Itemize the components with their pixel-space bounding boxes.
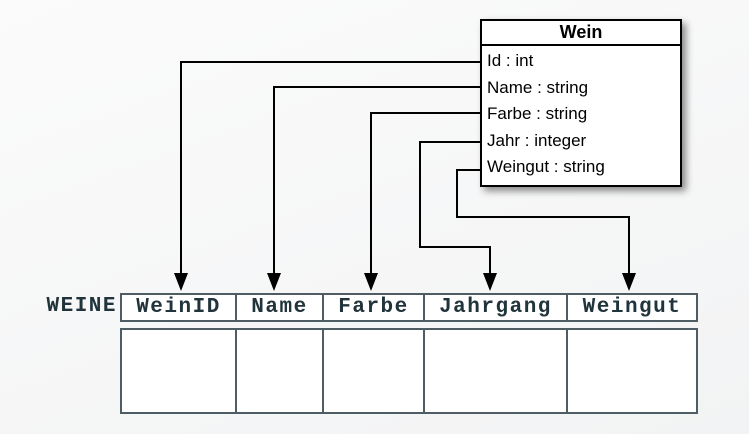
- arrow-weingut-to-weingut: [456, 169, 636, 291]
- column-header-jahrgang: Jahrgang: [425, 295, 568, 320]
- class-attribute-weingut: Weingut : string: [487, 157, 605, 176]
- wein-class-box: Wein Id : int Name : string Farbe : stri…: [480, 19, 682, 187]
- class-attribute-farbe: Farbe : string: [487, 104, 588, 123]
- table-cell: [425, 330, 568, 412]
- table-name-label: WEINE: [46, 295, 117, 318]
- class-attributes: Id : int Name : string Farbe : string Ja…: [482, 46, 680, 185]
- class-attribute-name: Name : string: [487, 77, 589, 97]
- table-empty-row: [120, 328, 698, 414]
- class-title: Wein: [482, 21, 680, 46]
- table-cell: [568, 330, 696, 412]
- column-header-weinid: WeinID: [122, 295, 237, 320]
- table-cell: [237, 330, 324, 412]
- column-header-weingut: Weingut: [582, 296, 682, 319]
- arrow-id-to-weinid: [174, 61, 482, 291]
- arrow-jahr-to-jahrgang: [419, 141, 497, 291]
- table-cell: [324, 330, 425, 412]
- column-header-name: Name: [237, 295, 324, 320]
- column-header-farbe: Farbe: [324, 295, 425, 320]
- table-header-row: WeinID Name Farbe Jahrgang Weingut: [120, 293, 698, 322]
- arrow-name-to-name: [267, 86, 482, 291]
- arrow-farbe-to-farbe: [364, 112, 482, 291]
- class-attribute-id: Id : int: [487, 51, 534, 70]
- table-cell: [122, 330, 237, 412]
- class-attribute-jahr: Jahr : integer: [487, 130, 587, 150]
